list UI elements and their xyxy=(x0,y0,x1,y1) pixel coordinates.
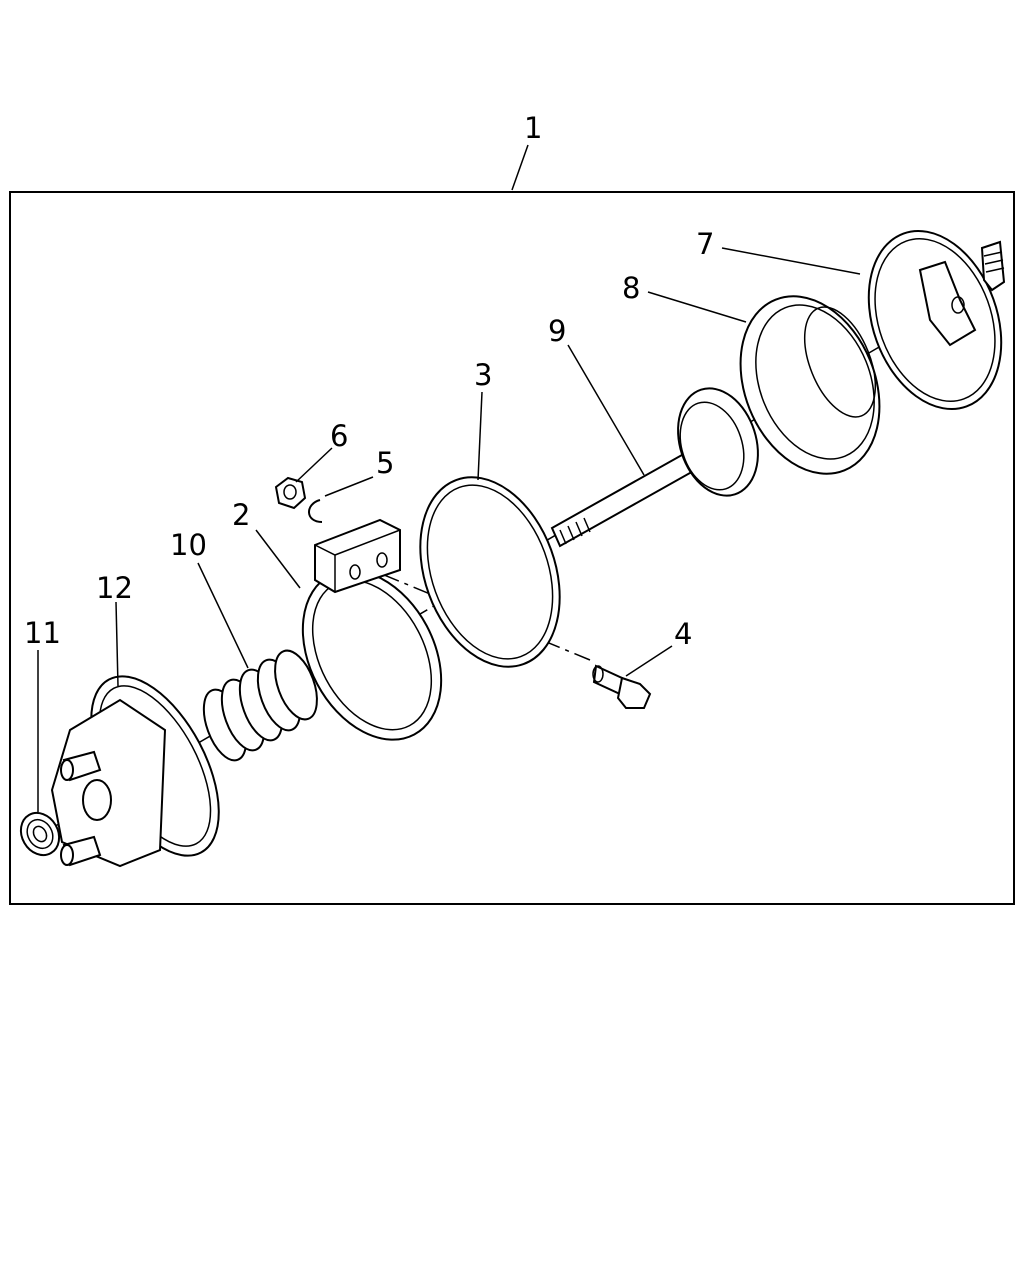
callout-3: 3 xyxy=(474,358,492,392)
callout-6: 6 xyxy=(330,419,348,453)
leader-8 xyxy=(647,291,747,323)
leader-7 xyxy=(721,247,861,275)
part-5-washer xyxy=(308,499,323,523)
leader-2 xyxy=(255,529,301,589)
callout-11: 11 xyxy=(24,616,61,650)
callout-4: 4 xyxy=(674,617,692,651)
leader-10 xyxy=(197,562,249,669)
part-12-chamber-housing xyxy=(50,675,220,868)
part-10-spring xyxy=(202,649,318,762)
part-3-ring xyxy=(419,476,561,668)
leader-4 xyxy=(625,645,673,677)
assembly-frame xyxy=(9,191,1015,905)
leader-5 xyxy=(324,476,374,497)
callout-2: 2 xyxy=(232,498,250,532)
callout-12: 12 xyxy=(96,571,133,605)
part-7-cover xyxy=(867,229,1006,411)
part-8-diaphragm xyxy=(739,295,881,475)
leader-3 xyxy=(477,391,483,481)
callout-7: 7 xyxy=(696,227,714,261)
callout-numbers: 1 2 3 4 5 6 7 8 9 10 11 12 xyxy=(24,111,714,651)
pressure-plate xyxy=(677,387,759,497)
callout-8: 8 xyxy=(622,271,640,305)
leader-lines xyxy=(37,144,861,812)
part-4-bolt xyxy=(592,664,652,709)
callout-1: 1 xyxy=(524,111,542,145)
callout-10: 10 xyxy=(170,528,207,562)
leader-12 xyxy=(115,601,119,687)
leader-9 xyxy=(567,344,645,476)
callout-5: 5 xyxy=(376,446,394,480)
part-11-nut xyxy=(19,811,61,857)
leader-1 xyxy=(511,144,529,191)
part-2-clamp-ring xyxy=(301,518,443,741)
leader-6 xyxy=(295,447,333,483)
part-6-nut xyxy=(274,476,307,510)
callout-9: 9 xyxy=(548,314,566,348)
